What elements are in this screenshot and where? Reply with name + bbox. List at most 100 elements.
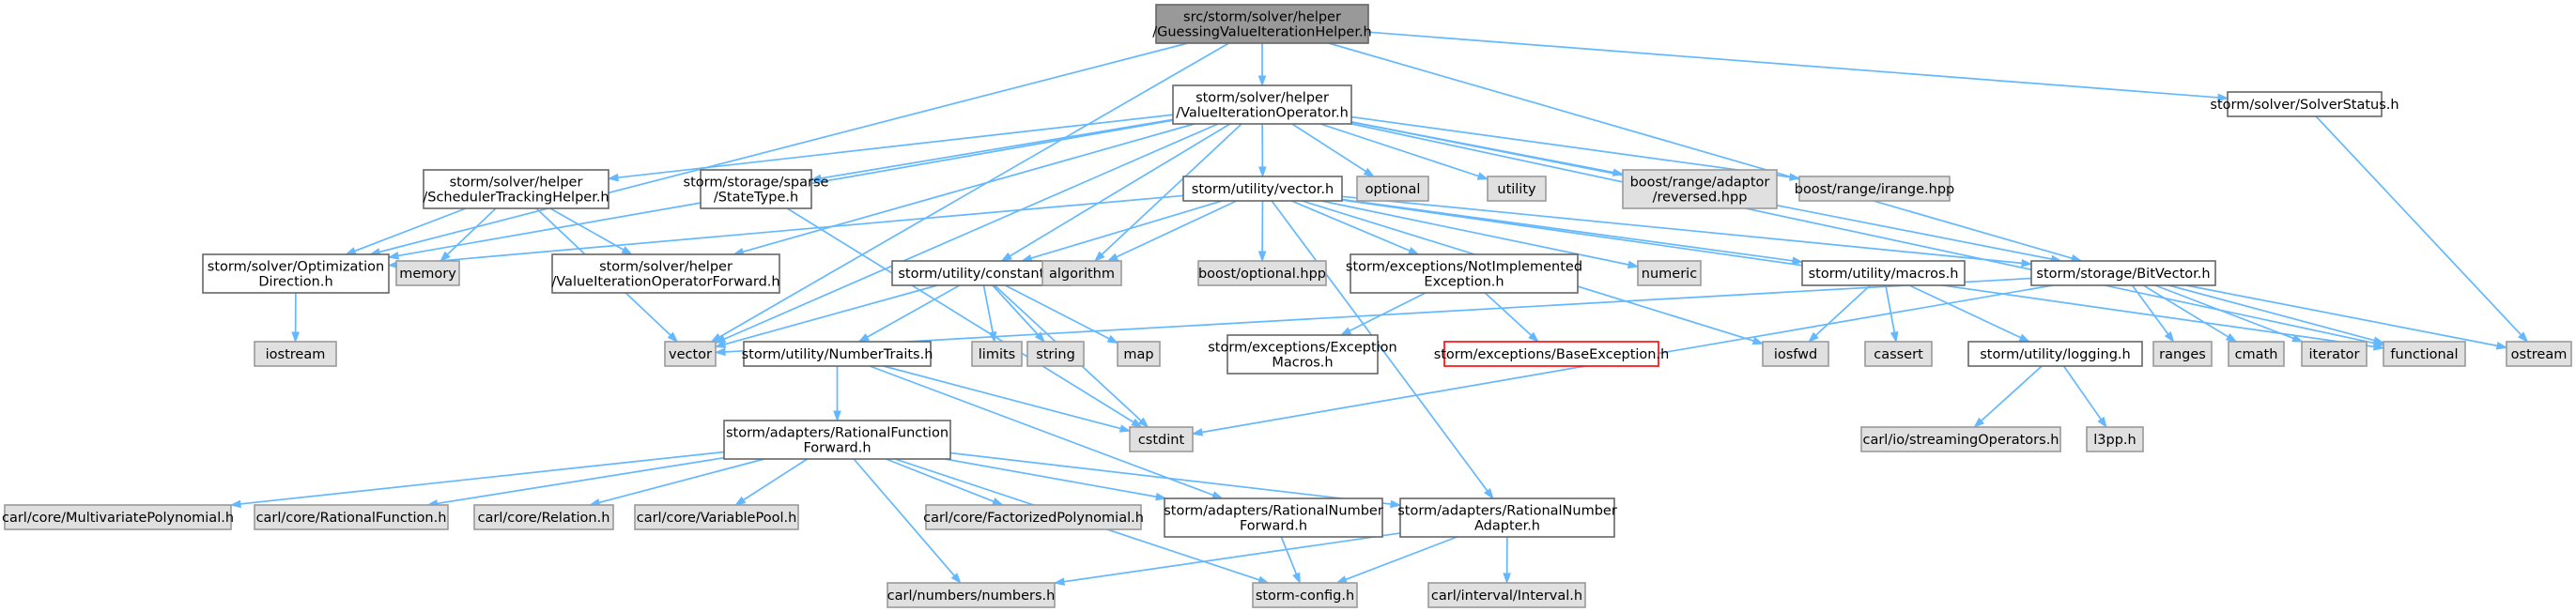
dependency-edge-root-to-bitvector: [1328, 42, 2083, 263]
node-label-line: ranges: [2159, 347, 2206, 362]
dependency-edge-macros-to-logging: [1908, 284, 2031, 343]
arrowhead-icon: [1890, 330, 1899, 344]
node-label-line: /ValueIterationOperatorForward.h: [551, 275, 779, 290]
arrowhead-icon: [714, 347, 726, 357]
node-statetype[interactable]: storm/storage/sparse/StateType.h: [684, 169, 829, 209]
node-vio[interactable]: storm/solver/helper/ValueIterationOperat…: [1172, 84, 1352, 125]
dependency-edge-rnadapter-to-stormconfig: [1335, 536, 1458, 584]
node-label-line: storm/utility/constants.h: [898, 267, 1064, 282]
node-label-line: storm-config.h: [1256, 589, 1354, 604]
node-root[interactable]: src/storm/solver/helper/GuessingValueIte…: [1152, 4, 1372, 44]
node-box: [1762, 341, 1829, 367]
dependency-edge-logging-to-l3pp: [2062, 365, 2107, 429]
node-label-line: carl/numbers/numbers.h: [887, 589, 1056, 604]
node-vector_h[interactable]: storm/utility/vector.h: [1182, 176, 1343, 202]
node-optional: optional: [1356, 176, 1429, 202]
dependency-edge-rffwd-to-numbers: [853, 458, 962, 585]
dependency-edge-notimpl-to-baseexc: [1484, 292, 1539, 343]
arrowhead-icon: [2291, 334, 2304, 343]
node-box: [1622, 169, 1778, 209]
node-label-line: cassert: [1874, 347, 1923, 362]
node-label-line: storm/solver/helper: [450, 176, 583, 191]
dependency-edge-constants-to-numtraits: [857, 284, 961, 343]
node-macros[interactable]: storm/utility/macros.h: [1801, 260, 1966, 286]
node-box: [925, 504, 1142, 530]
node-box: [743, 341, 932, 367]
dependency-edge-vio-to-irange: [1350, 115, 1801, 181]
arrowhead-icon: [229, 499, 241, 509]
node-viofwd[interactable]: storm/solver/helper/ValueIterationOperat…: [551, 253, 780, 294]
dependency-edge-sth-to-optdir: [345, 207, 467, 255]
dependency-edge-bitvector-to-cmath: [2142, 284, 2238, 343]
arrowhead-icon: [1476, 172, 1489, 180]
node-label-line: storm/exceptions/Exception: [1208, 341, 1397, 356]
arrowhead-icon: [1973, 417, 1985, 428]
node-notimpl[interactable]: storm/exceptions/NotImplementedException…: [1346, 253, 1582, 294]
node-label-line: carl/core/RationalFunction.h: [256, 511, 447, 526]
arrowhead-icon: [857, 333, 870, 343]
node-stormconfig: storm-config.h: [1252, 582, 1358, 608]
arrowhead-icon: [1390, 499, 1402, 509]
node-box: [1801, 260, 1966, 286]
node-label-line: storm/adapters/RationalFunction: [726, 426, 949, 441]
node-box: [1172, 84, 1352, 125]
arrowhead-icon: [1258, 166, 1267, 178]
node-string: string: [1026, 341, 1085, 367]
node-box: [1350, 253, 1579, 294]
node-label-line: storm/utility/macros.h: [1809, 267, 1959, 282]
dependency-edge-constants-to-vector: [714, 284, 938, 348]
node-label-line: l3pp.h: [2093, 433, 2136, 448]
node-label-line: Forward.h: [1240, 519, 1307, 534]
node-box: [887, 582, 1056, 608]
arrowhead-icon: [1484, 488, 1494, 500]
node-boostopt: boost/optional.hpp: [1197, 260, 1327, 286]
node-cstdint: cstdint: [1129, 426, 1194, 452]
node-numbers: carl/numbers/numbers.h: [887, 582, 1056, 608]
node-vector: vector: [664, 341, 717, 367]
node-ranges: ranges: [2152, 341, 2213, 367]
node-constants[interactable]: storm/utility/constants.h: [891, 260, 1072, 286]
node-cassert: cassert: [1864, 341, 1933, 367]
arrowhead-icon: [1503, 573, 1511, 585]
node-label-line: carl/core/Relation.h: [478, 511, 610, 526]
node-box: [700, 169, 812, 209]
node-sth[interactable]: storm/solver/helper/SchedulerTrackingHel…: [423, 169, 609, 209]
node-bitvector[interactable]: storm/storage/BitVector.h: [2030, 260, 2216, 286]
node-status[interactable]: storm/solver/SolverStatus.h: [2210, 91, 2399, 117]
node-label-line: iostream: [266, 347, 326, 362]
node-label-line: storm/utility/vector.h: [1192, 182, 1334, 197]
node-label-line: ostream: [2511, 347, 2568, 362]
dependency-edge-bitvector-to-iterator: [2154, 284, 2304, 343]
node-box: [202, 253, 390, 294]
dependency-edge-rnfwd-to-stormconfig: [1280, 536, 1301, 585]
dependency-edge-vector_h-to-rnadapter: [1271, 200, 1494, 500]
node-label-line: carl/interval/Interval.h: [1431, 589, 1582, 604]
node-label-line: src/storm/solver/helper: [1183, 10, 1341, 25]
dependency-edge-vio-to-utility: [1319, 123, 1489, 180]
node-box: [2152, 341, 2213, 367]
node-numtraits[interactable]: storm/utility/NumberTraits.h: [742, 341, 933, 367]
node-label-line: storm/exceptions/BaseException.h: [1434, 347, 1670, 362]
arrowhead-icon: [1155, 492, 1167, 501]
dependency-edge-vector_h-to-constants: [1020, 200, 1223, 263]
node-label-line: utility: [1497, 182, 1536, 197]
dependency-edge-constants-to-limits: [982, 284, 997, 344]
dependency-edge-bitvector-to-ostream: [2185, 284, 2508, 350]
node-baseexc[interactable]: storm/exceptions/BaseException.h: [1434, 341, 1670, 367]
node-logging[interactable]: storm/utility/logging.h: [1967, 341, 2143, 367]
node-box: [1967, 341, 2143, 367]
node-label-line: boost/range/adaptor: [1630, 176, 1770, 191]
dependency-edge-root-to-status: [1367, 31, 2229, 102]
arrowhead-icon: [1093, 251, 1105, 263]
node-ratfunc: carl/core/RationalFunction.h: [254, 504, 449, 530]
node-algorithm: algorithm: [1041, 260, 1122, 286]
dependency-edge-vio-to-algorithm: [1093, 123, 1242, 263]
node-label-line: storm/adapters/RationalNumber: [1397, 504, 1617, 519]
dependency-edge-rffwd-to-ratfunc: [426, 456, 725, 508]
